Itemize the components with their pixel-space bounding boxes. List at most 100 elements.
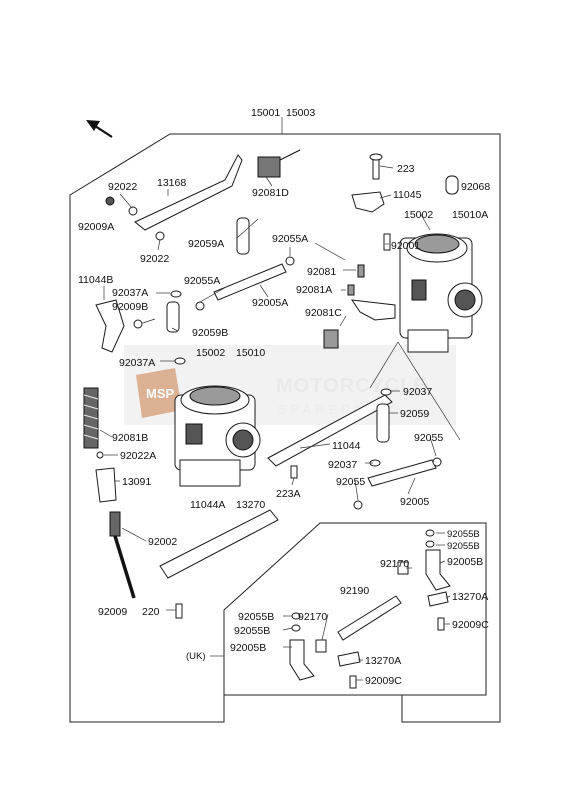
screw-223A (290, 465, 298, 479)
fitting-92005B-l (289, 639, 315, 681)
label-92055A-mid: 92055A (184, 275, 220, 287)
oring-92055B-1 (425, 529, 435, 537)
spring-92081D (257, 149, 301, 178)
uk-parts (289, 529, 451, 689)
leader-lines (99, 165, 461, 681)
label-92068: 92068 (461, 181, 490, 193)
fitting-92005A (213, 263, 287, 301)
pipe-92059B (166, 301, 180, 333)
label-15002-left: 15002 (196, 347, 225, 359)
label-92005B-left: 92005B (230, 642, 266, 654)
bracket-13091 (95, 467, 117, 503)
link-11044 (267, 394, 393, 467)
label-11044: 11044 (332, 440, 361, 452)
screw-92009C-l (349, 675, 357, 689)
label-92005: 92005 (400, 496, 429, 508)
label-92055B-3: 92055B (238, 611, 274, 623)
label-13270A-left: 13270A (365, 655, 401, 667)
pipe-92059A (236, 217, 250, 255)
screw-220 (175, 603, 183, 619)
washer-92037A-mid (174, 357, 186, 365)
label-92055B-4: 92055B (234, 625, 270, 637)
label-92037-right: 92037 (403, 386, 432, 398)
label-11044B: 11044B (78, 274, 113, 286)
label-11044A: 11044A (190, 499, 225, 511)
uk-frame (223, 522, 487, 696)
watermark-badge (136, 368, 182, 418)
carburetor-left (174, 385, 261, 487)
label-92170-right: 92170 (380, 558, 409, 570)
spring-92081 (357, 264, 365, 278)
label-15002-right: 15002 (404, 209, 433, 221)
label-92081C: 92081C (305, 307, 342, 319)
label-15010: 15010 (236, 347, 265, 359)
washer-92022A (96, 451, 104, 459)
label-13270A-right: 13270A (452, 591, 488, 603)
hose-92190 (337, 595, 402, 641)
label-220: 220 (142, 606, 160, 618)
plate-13270 (159, 509, 279, 579)
label-92022-bot: 92022 (140, 253, 169, 265)
label-223A: 223A (276, 488, 301, 500)
spring-92081B (83, 387, 99, 449)
label-92037A-top: 92037A (112, 287, 148, 299)
washer-92037 (380, 388, 392, 396)
label-92081: 92081 (307, 266, 336, 278)
label-13168: 13168 (157, 177, 186, 189)
label-92055-right: 92055 (414, 432, 443, 444)
bolt-92002 (109, 511, 136, 599)
label-92022-top: 92022 (108, 181, 137, 193)
pipe-92059 (376, 403, 390, 443)
label-92059-right: 92059 (400, 408, 429, 420)
cable-stop-11045 (351, 153, 385, 213)
screw-92009A (105, 196, 115, 206)
label-92002: 92002 (148, 536, 177, 548)
label-92059B: 92059B (192, 327, 228, 339)
label-92081A: 92081A (296, 284, 332, 296)
spring-92081C (323, 329, 339, 349)
label-92001: 92001 (391, 240, 420, 252)
label-92037-mid: 92037 (328, 459, 357, 471)
label-92022A: 92022A (120, 450, 156, 462)
bracket-11044B (95, 299, 125, 353)
oring-92055A-top (285, 256, 295, 266)
label-uk: (UK) (186, 651, 206, 662)
watermark-badge-text: MSP (146, 386, 175, 401)
bracket-13270A-r (427, 591, 449, 607)
label-92037A-mid: 92037A (119, 357, 155, 369)
label-92009C-left: 92009C (365, 675, 402, 687)
label-92009C-right: 92009C (452, 619, 489, 631)
throttle-link-13168 (134, 154, 243, 231)
header-label-15003: 15003 (286, 107, 315, 119)
oring-92055B-4 (291, 624, 301, 632)
spring-92081A (347, 284, 355, 296)
label-13091: 13091 (122, 476, 151, 488)
label-92190: 92190 (340, 585, 369, 597)
cap-92068 (445, 175, 459, 195)
label-92009B: 92009B (112, 301, 148, 313)
label-92170-left: 92170 (298, 611, 327, 623)
label-92009: 92009 (98, 606, 127, 618)
label-92081D: 92081D (252, 187, 289, 199)
label-92005A: 92005A (252, 297, 288, 309)
bracket-13270A-l (337, 651, 361, 667)
label-11045: 11045 (393, 189, 422, 201)
label-92055B-2: 92055B (447, 541, 480, 552)
clamp-92170-l (315, 639, 327, 653)
part-labels: 15001 15003 92022 13168 92009A 92022 920… (78, 107, 490, 687)
label-92059A: 92059A (188, 238, 224, 250)
oring-92055 (353, 500, 363, 510)
label-92081B: 92081B (112, 432, 148, 444)
label-92055A-top: 92055A (272, 233, 308, 245)
oring-92055A-mid (195, 301, 205, 311)
label-223: 223 (397, 163, 415, 175)
label-92055-mid: 92055 (336, 476, 365, 488)
front-arrow-icon (86, 120, 113, 138)
fitting-92005 (367, 459, 437, 487)
label-92055B-1: 92055B (447, 529, 480, 540)
oring-92055B-2 (425, 540, 435, 548)
oring-92055-r (432, 457, 442, 467)
label-92009A: 92009A (78, 221, 114, 233)
